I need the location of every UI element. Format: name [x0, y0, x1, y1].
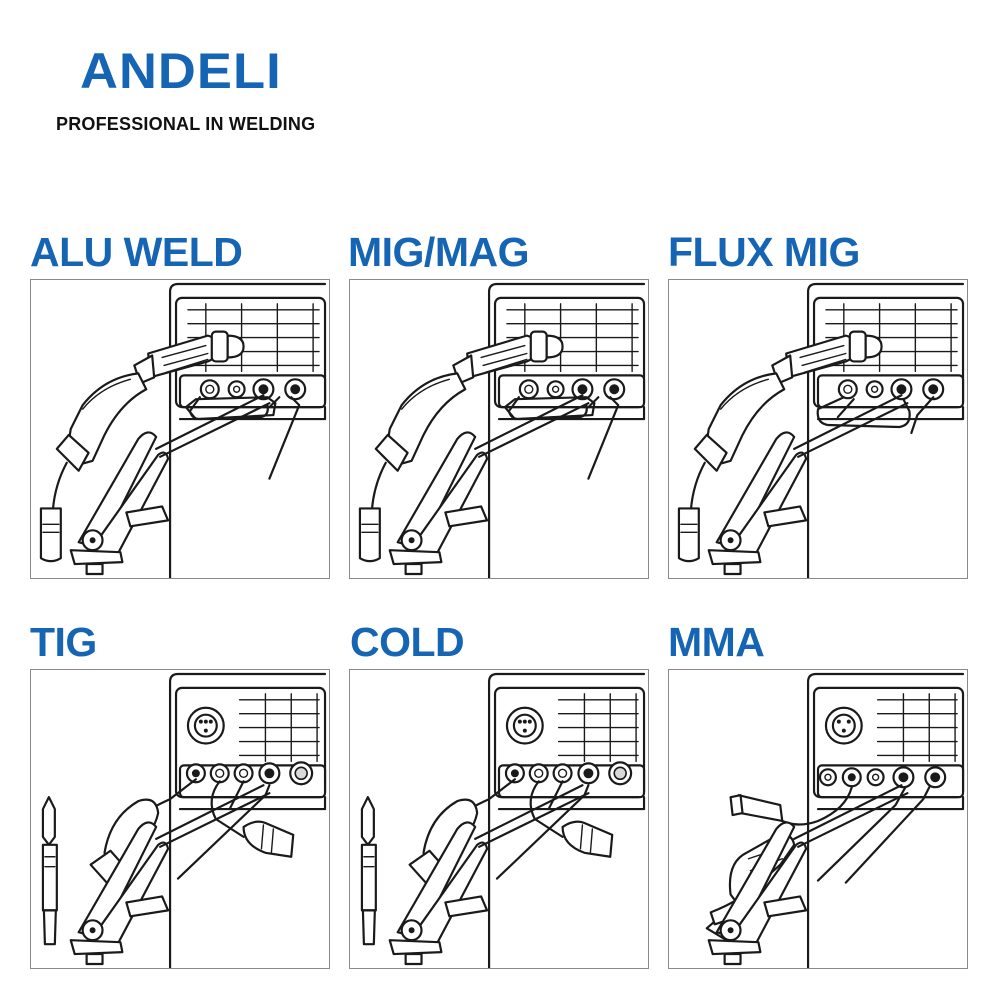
mode-title-cold: COLD: [350, 619, 465, 665]
panel-mig-mag: [349, 279, 649, 579]
flux-mig-connection-illustration: [677, 282, 965, 578]
panel-alu-weld: [30, 279, 330, 579]
panel-tig: [30, 669, 330, 969]
brand-tagline: PROFESSIONAL IN WELDING: [56, 114, 316, 134]
alu-weld-connection-illustration: [39, 282, 327, 578]
panel-mma: [668, 669, 968, 969]
mma-connection-illustration: [705, 672, 965, 968]
tig-connection-illustration: [41, 672, 327, 968]
mode-title-tig: TIG: [30, 619, 97, 665]
cold-connection-illustration: [360, 672, 646, 968]
brand-logo: ANDELI: [80, 43, 282, 99]
mig-mag-connection-illustration: [358, 282, 646, 578]
mode-title-mma: MMA: [668, 619, 765, 665]
mode-title-alu-weld: ALU WELD: [30, 229, 243, 275]
mode-title-mig-mag: MIG/MAG: [348, 229, 529, 275]
panel-cold: [349, 669, 649, 969]
panel-flux-mig: [668, 279, 968, 579]
mode-title-flux-mig: FLUX MIG: [668, 229, 860, 275]
